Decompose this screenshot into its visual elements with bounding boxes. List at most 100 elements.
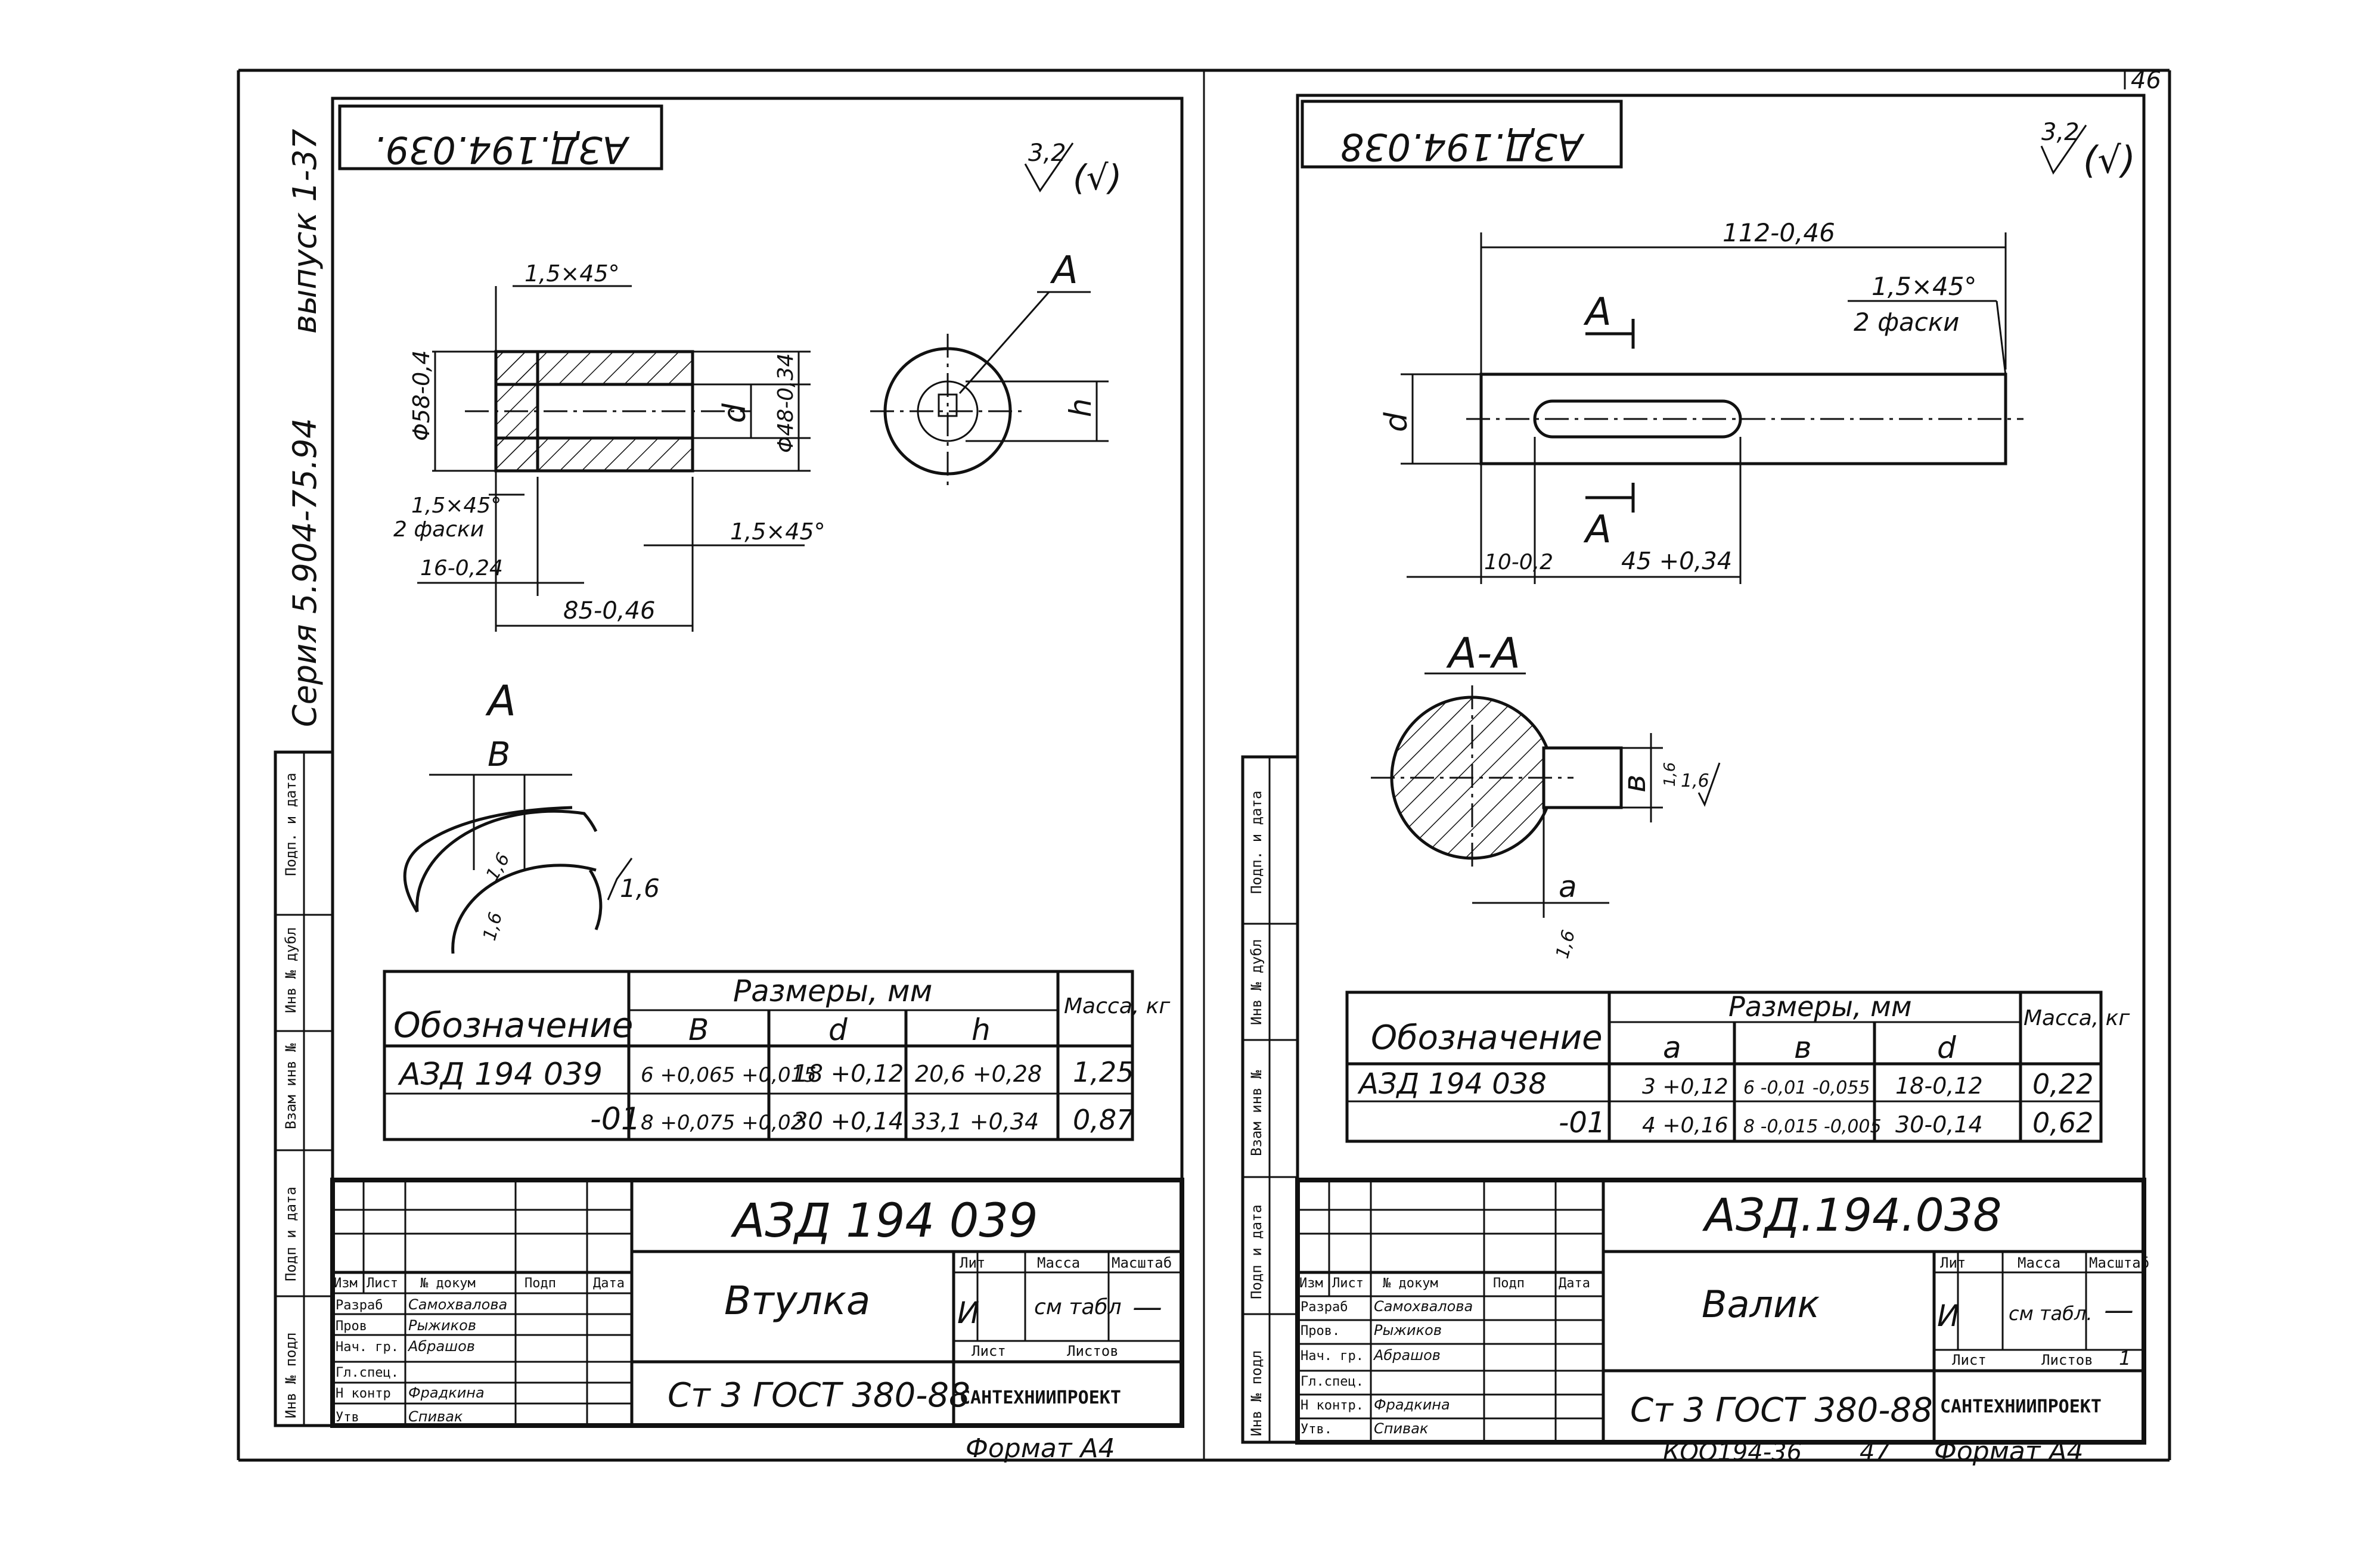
right-name-5: Спивак — [1374, 1420, 1429, 1437]
left-row1-mass: 1,25 — [1073, 1056, 1134, 1088]
right-role-2: Нач. гр. — [1301, 1349, 1364, 1364]
left-dia-inner: Φ48-0,34 — [774, 353, 798, 453]
right-tb-sheets-label: Листов — [2041, 1352, 2093, 1368]
left-name-0: Самохвалова — [408, 1296, 507, 1313]
left-role-4: Н контр — [336, 1386, 391, 1401]
left-tb-lit-label: Лит — [960, 1255, 985, 1271]
left-col-b: В — [688, 1013, 709, 1047]
left-head-date: Дата — [593, 1276, 625, 1291]
right-role-4: Н контр. — [1301, 1398, 1364, 1413]
left-letter-d: d — [717, 403, 753, 423]
side-label-orig-inv: Инв № подл — [283, 1333, 299, 1419]
right-roughness-value: 3,2 — [2041, 119, 2080, 146]
right-roughness-paren: (√) — [2083, 138, 2136, 182]
left-col-sizes: Размеры, мм — [733, 974, 932, 1008]
left-tb-material: Ст 3 ГОСТ 380-88 — [668, 1376, 970, 1415]
left-dia-outer: Φ58-0,4 — [408, 350, 435, 441]
right-letter-d: d — [1379, 412, 1414, 432]
left-col-mass: Масса, кг — [1064, 994, 1171, 1019]
bushing-end-view: А h — [870, 249, 1109, 489]
right-sheet: АЗД.194.038 3,2 (√) 112-0,46 1,5×45° 2 ф… — [1295, 94, 2149, 1467]
left-role-5: Утв — [336, 1410, 359, 1425]
right-section-title: А-А — [1446, 629, 1520, 678]
left-tb-sheets-label: Листов — [1067, 1343, 1119, 1359]
right-len-total: 112-0,46 — [1723, 218, 1835, 247]
left-name-2: Абрашов — [407, 1338, 475, 1355]
side-stamp-left: Подп. и дата Инв № дубл Взам инв № Подп … — [274, 750, 334, 1427]
left-view-letter: А — [485, 676, 516, 725]
left-name-1: Рыжиков — [408, 1317, 476, 1334]
right-letter-a: а — [1559, 870, 1577, 904]
right-head-doc: № докум — [1382, 1276, 1438, 1291]
left-role-2: Нач. гр. — [336, 1340, 399, 1355]
right-name-2: Абрашов — [1373, 1347, 1441, 1364]
left-rough-16c: 1,6 — [620, 874, 660, 903]
right-role-1: Пров. — [1301, 1324, 1340, 1339]
right-row2-a: 4 +0,16 — [1642, 1113, 1728, 1138]
right-row1-d: 18-0,12 — [1895, 1073, 1983, 1099]
side-label-sign-date-2: Подп и дата — [283, 1187, 299, 1281]
left-col-h: h — [972, 1013, 991, 1047]
left-tb-sheet-label: Лист — [972, 1343, 1006, 1359]
left-role-0: Разраб — [336, 1298, 383, 1313]
right-corner-code: АЗД.194.038 — [1340, 125, 1585, 169]
sheet-number: 46 — [2131, 67, 2161, 94]
right-len-slot: 45 +0,34 — [1621, 548, 1732, 575]
right-tb-mass-label: Масса — [2018, 1255, 2060, 1271]
left-row2-h: 33,1 +0,34 — [912, 1109, 1039, 1135]
right-section-top: А — [1583, 290, 1612, 334]
left-tb-code: АЗД 194 039 — [730, 1194, 1038, 1248]
right-head-date: Дата — [1559, 1276, 1590, 1291]
right-row1-b: 6 -0,01 -0,055 — [1743, 1078, 1870, 1098]
left-role-3: Гл.спец. — [336, 1365, 399, 1380]
outer-frame: 46 — [237, 67, 2171, 1462]
left-name-4: Фрадкина — [408, 1384, 485, 1401]
footer-archive: КОО194-36 — [1663, 1439, 1802, 1466]
bushing-section — [465, 350, 751, 473]
left-roughness-paren: (√) — [1073, 157, 1122, 198]
right-tb-lit-label: Лит — [1940, 1255, 1966, 1271]
left-col-designation: Обозначение — [393, 1005, 633, 1045]
right-title-block: Изм Лист № докум Подп Дата Разраб Пров. … — [1295, 1178, 2149, 1467]
side-label-sign-date: Подп. и дата — [283, 773, 299, 876]
left-tb-org: САНТЕХНИИПРОЕКТ — [960, 1387, 1121, 1408]
left-col-d: d — [828, 1013, 848, 1047]
right-tb-scale-value: — — [2104, 1293, 2134, 1327]
left-row2-d: 30 +0,14 — [793, 1108, 904, 1135]
shaft-section-aa: А-А в 1,6 1,6 а 1,6 — [1371, 629, 1721, 961]
left-role-1: Пров — [336, 1319, 367, 1334]
right-head-izm: Изм — [1299, 1276, 1323, 1291]
left-head-list: Лист — [367, 1276, 398, 1291]
left-name-5: Спивак — [408, 1408, 463, 1425]
series-note: Серия 5.904-75.94 — [286, 418, 324, 727]
right-col-sizes: Размеры, мм — [1728, 991, 1912, 1023]
right-tb-scale-label: Масштаб — [2089, 1255, 2149, 1271]
side-label-sign-date-r2: Подп и дата — [1248, 1204, 1265, 1299]
shaft-view: 112-0,46 1,5×45° 2 фаски d А А 10-0,2 45… — [1379, 218, 2023, 584]
left-rough-16b: 1,6 — [479, 910, 507, 943]
right-role-5: Утв. — [1301, 1422, 1332, 1437]
left-tb-name: Втулка — [724, 1278, 870, 1324]
right-role-3: Гл.спец. — [1301, 1374, 1364, 1389]
right-rough-16b: 1,6 — [1681, 771, 1709, 791]
bushing-dims: 1,5×45° Φ58-0,4 d Φ48-0,34 1,5×45° 2 фас… — [393, 260, 825, 632]
right-rough-16c: 1,6 — [1552, 928, 1579, 961]
right-chamfer-note: 2 фаски — [1854, 308, 1959, 337]
left-head-izm: Изм — [334, 1276, 358, 1291]
right-col-mass: Масса, кг — [2023, 1006, 2130, 1030]
right-row1-designation: АЗД 194 038 — [1357, 1067, 1547, 1101]
right-tb-sheet-label: Лист — [1952, 1352, 1987, 1368]
left-rough-16a: 1,6 — [482, 849, 514, 884]
right-tb-material: Ст 3 ГОСТ 380-88 — [1630, 1391, 1933, 1430]
left-row2-designation: -01 — [590, 1101, 641, 1137]
left-chamfer-two: 1,5×45° — [411, 493, 501, 518]
bushing-detail-a: А В 1,6 1,6 1,6 — [403, 676, 660, 954]
right-col-designation: Обозначение — [1371, 1019, 1603, 1057]
right-tb-org: САНТЕХНИИПРОЕКТ — [1940, 1396, 2102, 1417]
left-letter-h: h — [1063, 398, 1098, 417]
right-tb-mass-value: см табл. — [2009, 1302, 2093, 1325]
left-row1-d: 18 +0,12 — [793, 1060, 904, 1088]
right-rough-16a: 1,6 — [1661, 762, 1679, 787]
left-chamfer-top: 1,5×45° — [525, 260, 620, 287]
